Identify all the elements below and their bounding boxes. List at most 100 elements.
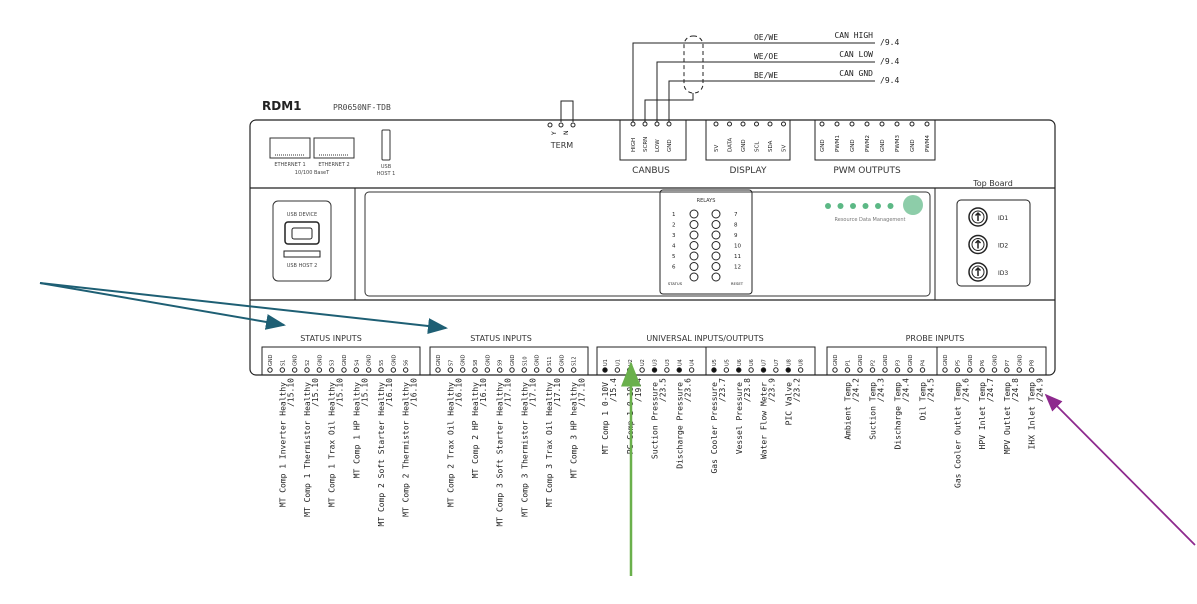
terminal-pin (279, 367, 286, 373)
pin-label: GND (485, 354, 491, 366)
rotary-switch-icon[interactable] (968, 262, 988, 282)
signal-label: MT Comp 3 Soft Starter Healthy (496, 382, 505, 527)
signal-ref-label: /24.6 (961, 378, 970, 402)
pin-label: GND (883, 354, 889, 366)
rotary-switch-icon[interactable] (968, 207, 988, 227)
terminal-pin (496, 367, 503, 373)
arrow-up-icon (974, 211, 982, 221)
terminal-pin (328, 367, 335, 373)
pin-label: GND (1017, 354, 1023, 366)
pin-label: U4 (690, 359, 696, 366)
terminal-pin (639, 367, 645, 373)
display-pin-label: 5V (782, 145, 788, 152)
display-pin (727, 121, 732, 127)
signal-label: MT Comp 2 Soft Starter Healthy (377, 382, 386, 527)
relay-led (711, 230, 721, 240)
terminal-pin (570, 367, 577, 373)
relay-led (711, 262, 721, 271)
pin-label: P6 (980, 360, 986, 366)
signal-ref-label: /24.5 (927, 378, 936, 402)
pin-label: U8 (786, 359, 792, 366)
probe-inputs-label: PROBE INPUTS (906, 334, 965, 343)
signal-ref-label: /24.7 (986, 378, 995, 402)
pin-label: S7 (448, 360, 454, 366)
pin-label: S9 (498, 360, 504, 366)
usb-host1-label: USB (381, 164, 392, 170)
can-wire-colour-label: WE/OE (754, 52, 778, 61)
logo-dot (825, 203, 831, 209)
terminal-pin (558, 367, 565, 373)
ethernet2-label: ETHERNET 2 (318, 162, 349, 168)
pin-label: U3 (653, 359, 659, 366)
signal-ref-label: /17.10 (504, 378, 513, 407)
terminal-pin (832, 367, 838, 373)
pin-label: GND (268, 354, 274, 366)
term-pin-y: Y (551, 131, 558, 136)
ethernet-port-2 (313, 137, 355, 159)
pin-label: U2 (640, 359, 646, 366)
logo-dot (875, 203, 881, 209)
pwm-pin-label: GND (820, 139, 826, 152)
signal-label: MT Comp 3 HP healthy (570, 382, 579, 479)
terminal-pin (602, 367, 608, 373)
pin-label: GND (367, 354, 373, 366)
usb-host2-port (283, 250, 321, 258)
signal-ref-label: /23.9 (768, 378, 777, 402)
pwm-pin (879, 121, 885, 127)
terminal-pin (991, 367, 998, 373)
terminal-pin (365, 367, 372, 373)
teal-arrow-1 (39, 282, 286, 330)
terminal-pin (459, 367, 466, 373)
pin-label: S2 (305, 360, 311, 366)
universal-io-label: UNIVERSAL INPUTS/OUTPUTS (646, 334, 763, 343)
pin-label: P7 (1005, 360, 1011, 366)
device-name: RDM1 (262, 99, 302, 113)
can-signal-label: CAN HIGH (834, 31, 873, 40)
signal-label: PIC Valve (784, 382, 793, 426)
signal-ref-label: /15.4 (609, 378, 618, 402)
terminal-pin (942, 367, 948, 373)
can-ref-label: /9.4 (880, 76, 899, 85)
canbus-pin-label: GND (667, 139, 673, 152)
pin-label: S10 (522, 356, 528, 366)
can-ref-label: /9.4 (880, 38, 899, 47)
relay-led (689, 230, 699, 240)
device-model: PR0650NF-TDB (333, 103, 391, 112)
status-led-label: STATUS (668, 281, 683, 286)
logo-dot (837, 203, 844, 209)
display-pin-label: GND (741, 139, 747, 152)
pin-label: GND (858, 354, 864, 366)
relay-led (689, 241, 699, 250)
pin-label: S1 (280, 360, 286, 366)
display-pin (754, 121, 759, 127)
pin-label: P4 (921, 360, 927, 366)
signal-label: Oil Temp (919, 382, 928, 421)
terminal-pin (907, 367, 913, 373)
pin-label: GND (943, 354, 949, 366)
canbus-pin (654, 121, 660, 127)
pin-label: GND (968, 354, 974, 366)
terminal-pin (304, 367, 310, 373)
teal-arrow-2 (39, 282, 448, 334)
pwm-pin (909, 121, 915, 127)
pwm-pin-label: PWM3 (895, 134, 901, 152)
signal-label: Gas Cooler Pressure (710, 382, 719, 474)
terminal-pin (711, 367, 717, 373)
rotary-switch-icon[interactable] (968, 234, 988, 255)
canbus-pin (642, 121, 648, 127)
usb-host1-label-2: HOST 1 (377, 171, 396, 177)
relay-led (711, 220, 721, 229)
logo-dot (887, 203, 894, 209)
relay-number: 11 (734, 254, 741, 260)
pin-label: U4 (677, 359, 683, 366)
terminal-pin (509, 367, 515, 373)
signal-ref-label: /23.2 (792, 378, 801, 402)
signal-ref-label: /15.10 (286, 378, 295, 407)
ethernet-speed-label: 10/100 BaseT (295, 170, 330, 176)
signal-label: MT Comp 2 HP Healthy (471, 382, 480, 479)
signal-ref-label: /24.2 (852, 378, 861, 402)
signal-ref-label: /17.10 (553, 378, 562, 407)
